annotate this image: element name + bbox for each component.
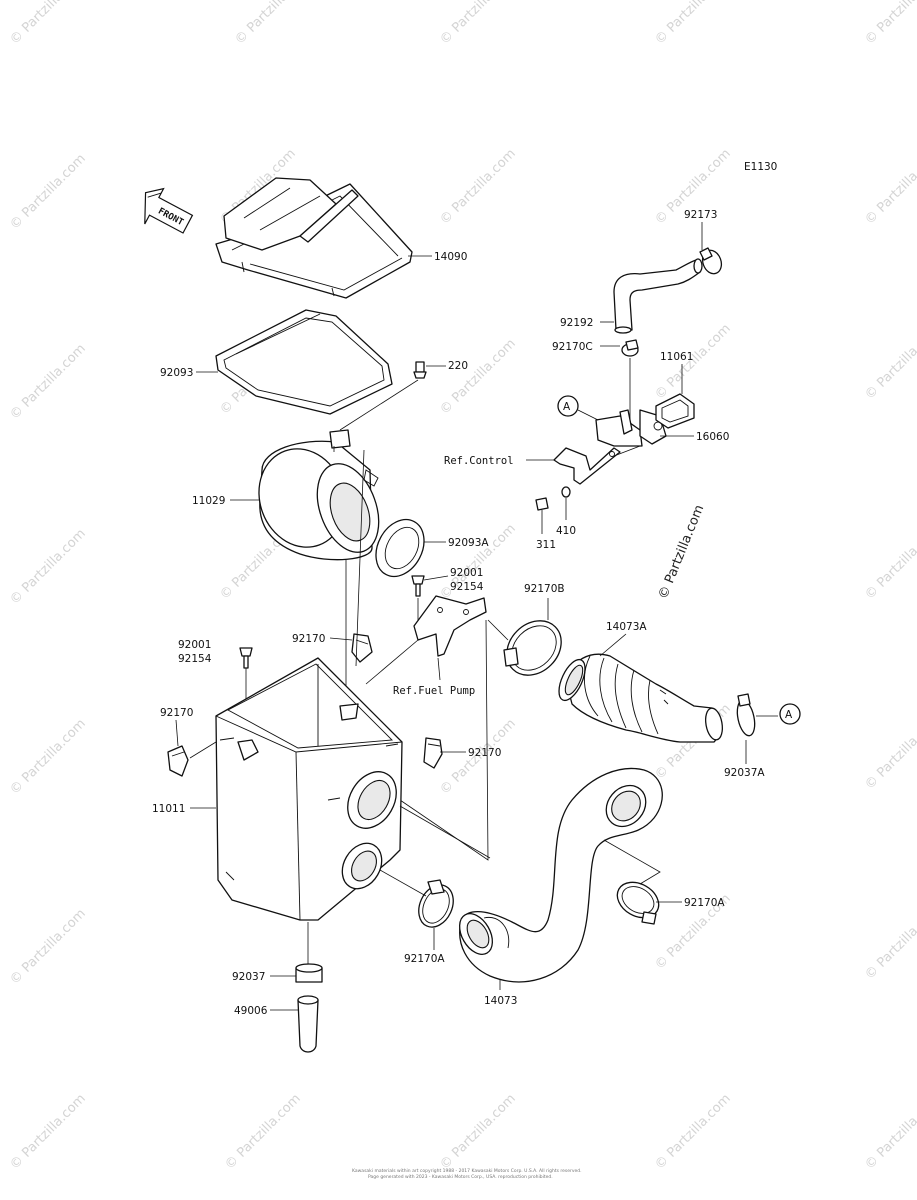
watermark: © Partzilla.com (437, 1091, 519, 1173)
clamp-92170B (503, 620, 562, 676)
watermark: © Partzilla.com (7, 341, 89, 423)
watermark: © Partzilla.com (437, 146, 519, 228)
part-label-92192: 92192 (560, 317, 593, 329)
callout-a-right-letter: A (785, 709, 793, 721)
part-label-311: 311 (536, 539, 556, 551)
part-label-14090: 14090 (434, 251, 467, 263)
part-label-92037A: 92037A (724, 767, 765, 779)
part-label-92170B: 92170B (524, 583, 565, 595)
clamp-92037 (295, 963, 323, 983)
part-label-92170-a: 92170 (292, 633, 325, 645)
watermark: © Partzilla.com (7, 526, 89, 608)
clamp-92037A (736, 693, 756, 737)
watermark: © Partzilla.com (862, 0, 917, 48)
part-label-92170A-b: 92170A (684, 897, 725, 909)
watermark: © Partzilla.com (437, 336, 519, 418)
callout-a-upper-letter: A (563, 401, 571, 413)
watermark: © Partzilla.com (7, 0, 89, 48)
fuel-pump-bracket (413, 595, 487, 657)
part-label-92170C: 92170C (552, 341, 593, 353)
watermark: © Partzilla.com (862, 711, 917, 793)
clip-92170-left (167, 745, 189, 777)
clamp-92170A-right (616, 881, 660, 925)
footer-generated: Page generated with 2023 - Kawasaki Moto… (368, 1174, 553, 1180)
part-label-92093A: 92093A (448, 537, 489, 549)
part-label-220: 220 (448, 360, 468, 372)
clamp-92170C (621, 339, 639, 357)
clamp-92170A-lower (418, 879, 454, 928)
callout-a-upper: A (557, 395, 579, 417)
drain-tube-49006 (297, 995, 319, 1053)
part-label-92170-b: 92170 (160, 707, 193, 719)
part-label-92170A-a: 92170A (404, 953, 445, 965)
part-label-92001-a: 92001 (450, 567, 483, 579)
air-cleaner-case-11011 (215, 657, 403, 921)
ref-fuel-pump-label: Ref.Fuel Pump (393, 685, 475, 697)
screw-220 (413, 361, 427, 379)
watermark: © Partzilla.com (862, 521, 917, 603)
ref-control-label: Ref.Control (444, 455, 514, 467)
diagram-code: E1130 (744, 161, 777, 173)
watermark: © Partzilla.com (437, 0, 519, 48)
clip-92170-right (423, 737, 443, 769)
callout-a-right: A (779, 703, 801, 725)
part-label-49006: 49006 (234, 1005, 268, 1017)
watermark: © Partzilla.com (652, 0, 734, 48)
watermark: © Partzilla.com (7, 1091, 89, 1173)
watermark: © Partzilla.com (862, 146, 917, 228)
intake-boot-14073A (558, 653, 724, 743)
footer-copyright: Kawasaki materials within art copyright … (352, 1168, 582, 1174)
part-label-92170-c: 92170 (468, 747, 501, 759)
washer-410 (561, 486, 571, 498)
part-label-11029: 11029 (192, 495, 225, 507)
bolt-92001-left (239, 647, 253, 669)
front-direction-badge: FRONT (144, 187, 194, 234)
breather-fitting-16060 (595, 409, 667, 447)
part-label-92154-a: 92154 (450, 581, 484, 593)
part-label-11061: 11061 (660, 351, 693, 363)
watermark: © Partzilla.com (222, 1091, 304, 1173)
part-label-14073: 14073 (484, 995, 517, 1007)
side-watermark: © Partzilla.com (656, 503, 707, 602)
watermark: © Partzilla.com (652, 1091, 734, 1173)
watermark: © Partzilla.com (7, 151, 89, 233)
air-filter-element-11029 (258, 429, 380, 561)
control-bracket (553, 447, 621, 485)
intake-duct-14073 (458, 767, 663, 983)
clamp-92173 (699, 247, 723, 275)
breather-hose-92192 (613, 258, 703, 334)
watermark: © Partzilla.com (232, 0, 314, 48)
part-label-92173: 92173 (684, 209, 717, 221)
part-label-16060: 16060 (696, 431, 729, 443)
part-label-11011: 11011 (152, 803, 185, 815)
watermark: © Partzilla.com (862, 1091, 917, 1173)
part-label-92154-b: 92154 (178, 653, 212, 665)
seal-ring-92093A (375, 518, 425, 578)
watermark: © Partzilla.com (7, 716, 89, 798)
watermark: © Partzilla.com (862, 901, 917, 983)
watermark: © Partzilla.com (7, 906, 89, 988)
watermark: © Partzilla.com (862, 321, 917, 403)
nut-311 (535, 497, 549, 511)
gasket-92093 (215, 309, 393, 415)
part-label-92001-b: 92001 (178, 639, 211, 651)
air-cleaner-cover-14090 (215, 177, 413, 299)
gasket-11061 (655, 393, 695, 429)
clip-92170-upper (351, 633, 373, 663)
part-label-92037: 92037 (232, 971, 265, 983)
part-label-410: 410 (556, 525, 576, 537)
bolt-92001-upper (411, 575, 425, 597)
part-label-14073A: 14073A (606, 621, 647, 633)
part-label-92093: 92093 (160, 367, 193, 379)
